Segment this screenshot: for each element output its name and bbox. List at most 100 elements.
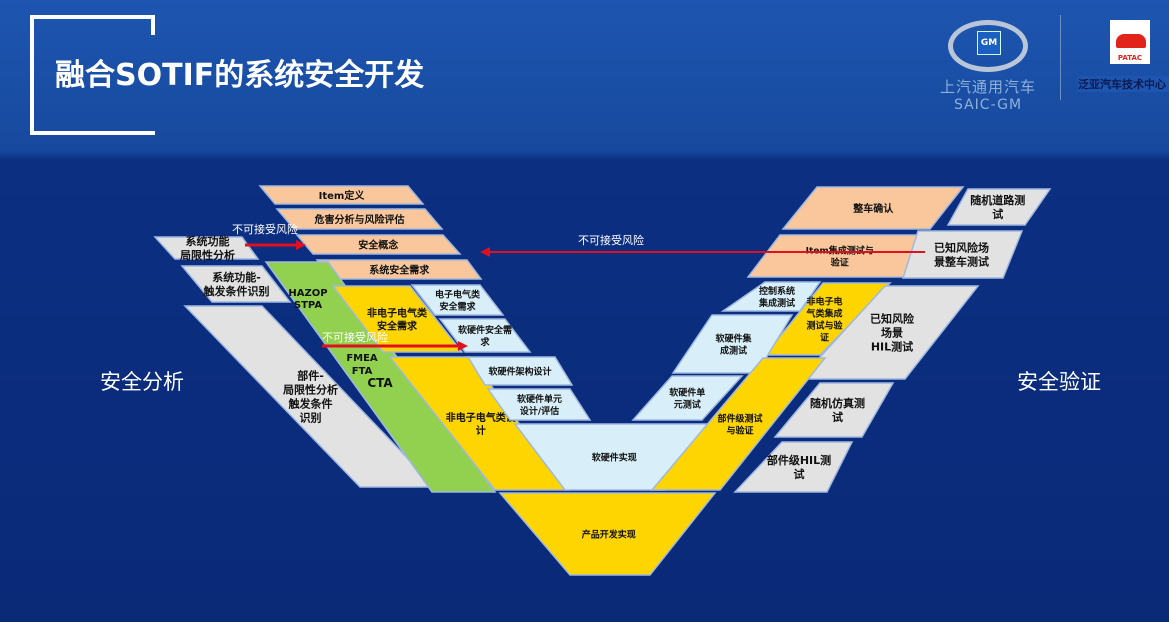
block-label: Item集成测试与 (806, 244, 874, 256)
block-shape (153, 236, 260, 260)
block-label: 系统功能 (186, 234, 230, 248)
block-label: 证 (820, 332, 829, 343)
block-label: FTA (352, 366, 373, 377)
block-label: 非电子电气类 (367, 306, 427, 319)
block-shape (258, 185, 425, 205)
block-label: 系统安全需求 (369, 263, 430, 276)
saic-gm-cn: 上汽通用汽车 (939, 78, 1036, 96)
block-hara: 危害分析与风险评估 (275, 208, 444, 230)
block-label: 控制系统 (759, 285, 795, 297)
block-shape (650, 357, 827, 491)
block-label: 验证 (831, 256, 849, 268)
risk-label-middle: 不可接受风险 (322, 330, 388, 344)
block-label: 试 (992, 207, 1003, 221)
block-shape (264, 261, 497, 493)
patac-badge: PATAC (1117, 54, 1143, 62)
block-label: 安全需求 (439, 300, 476, 312)
block-label: 已知风险场 (934, 241, 989, 255)
car-icon (1116, 34, 1146, 48)
block-label: 整车确认 (852, 202, 894, 215)
block-label: 随机仿真测 (810, 396, 865, 410)
block-label: 软硬件架构设计 (488, 365, 551, 377)
block-label: 软硬件实现 (592, 451, 637, 463)
block-label: 产品开发实现 (582, 528, 636, 540)
arrow-head-icon (458, 341, 468, 351)
block-label: 元测试 (674, 398, 701, 410)
block-shape (331, 285, 464, 353)
block-label: 求 (480, 336, 490, 348)
block-label: 软硬件单元 (517, 393, 562, 405)
block-label: CTA (367, 376, 393, 390)
block-label: 部件级测试 (717, 412, 762, 424)
block-shape (295, 234, 462, 255)
block-label: 非电子电 (806, 295, 842, 307)
block-label: 局限性分析 (179, 248, 235, 262)
block-trigger-id: 系统功能-触发条件识别 (180, 265, 292, 303)
block-label: 部件- (297, 369, 324, 383)
patac-logo: PATAC 泛亚汽车技术中心 (1078, 20, 1169, 92)
block-label: 局限性分析 (282, 383, 338, 397)
patac-cn: 泛亚汽车技术中心 (1078, 76, 1169, 92)
block-label: 景整车测试 (933, 255, 989, 269)
page-title: 融合SOTIF的系统安全开发 (55, 58, 425, 93)
block-shape (498, 492, 717, 576)
block-label: 随机道路测 (970, 193, 1025, 207)
block-label: 识别 (300, 411, 322, 425)
title-frame (30, 15, 155, 135)
block-label: 危害分析与风险评估 (315, 213, 405, 226)
block-label: 设计/评估 (520, 405, 559, 417)
saic-gm-en: SAIC-GM (953, 97, 1023, 113)
risk-label-long: 不可接受风险 (578, 233, 644, 247)
block-label: FMEA (346, 353, 378, 364)
block-shape (466, 356, 574, 386)
patac-emblem: PATAC (1110, 20, 1150, 64)
block-shape (180, 265, 292, 303)
block-label: 软硬件集 (715, 332, 752, 344)
arrow-head-icon (480, 247, 490, 257)
block-shape (733, 441, 854, 493)
gm-badge: GM (977, 31, 1001, 55)
block-shape (410, 284, 505, 316)
block-label: 触发条件识别 (203, 284, 270, 298)
block-item-integration: Item集成测试与验证 (746, 234, 930, 278)
block-label: 系统功能- (212, 270, 261, 284)
block-label: 计 (476, 424, 486, 437)
block-label: 触发条件 (288, 397, 333, 411)
block-hw-sw-arch: 软硬件架构设计 (466, 356, 574, 386)
block-label: 部件级HIL测 (767, 453, 831, 467)
block-label: 软硬件单 (669, 386, 705, 398)
block-label: 集成测试 (758, 297, 795, 309)
block-label: HIL测试 (871, 340, 913, 354)
block-label: Item定义 (319, 189, 366, 202)
block-label: 试 (832, 410, 843, 424)
block-label: 测试与验 (806, 319, 843, 331)
block-shape (946, 188, 1052, 226)
arrow-head-icon (296, 240, 306, 250)
block-shape (763, 282, 892, 356)
block-label: 软硬件安全需 (458, 324, 512, 336)
block-shape (901, 230, 1024, 279)
block-label: HAZOP (288, 288, 327, 299)
block-label: 已知风险 (870, 312, 915, 326)
safety-verification-label: 安全验证 (1017, 370, 1101, 394)
block-item-def: Item定义 (258, 185, 425, 205)
block-vehicle-confirm: 整车确认 (781, 186, 965, 230)
block-label: 安全需求 (377, 319, 418, 332)
block-shape (773, 382, 895, 438)
safety-analysis-label: 安全分析 (100, 370, 184, 394)
risk-label-top-left: 不可接受风险 (232, 222, 298, 236)
block-label: 气类集成 (805, 307, 842, 319)
logo-divider (1060, 15, 1061, 100)
block-label: 电子电气类 (435, 288, 481, 300)
saic-gm-emblem: GM (948, 20, 1028, 72)
